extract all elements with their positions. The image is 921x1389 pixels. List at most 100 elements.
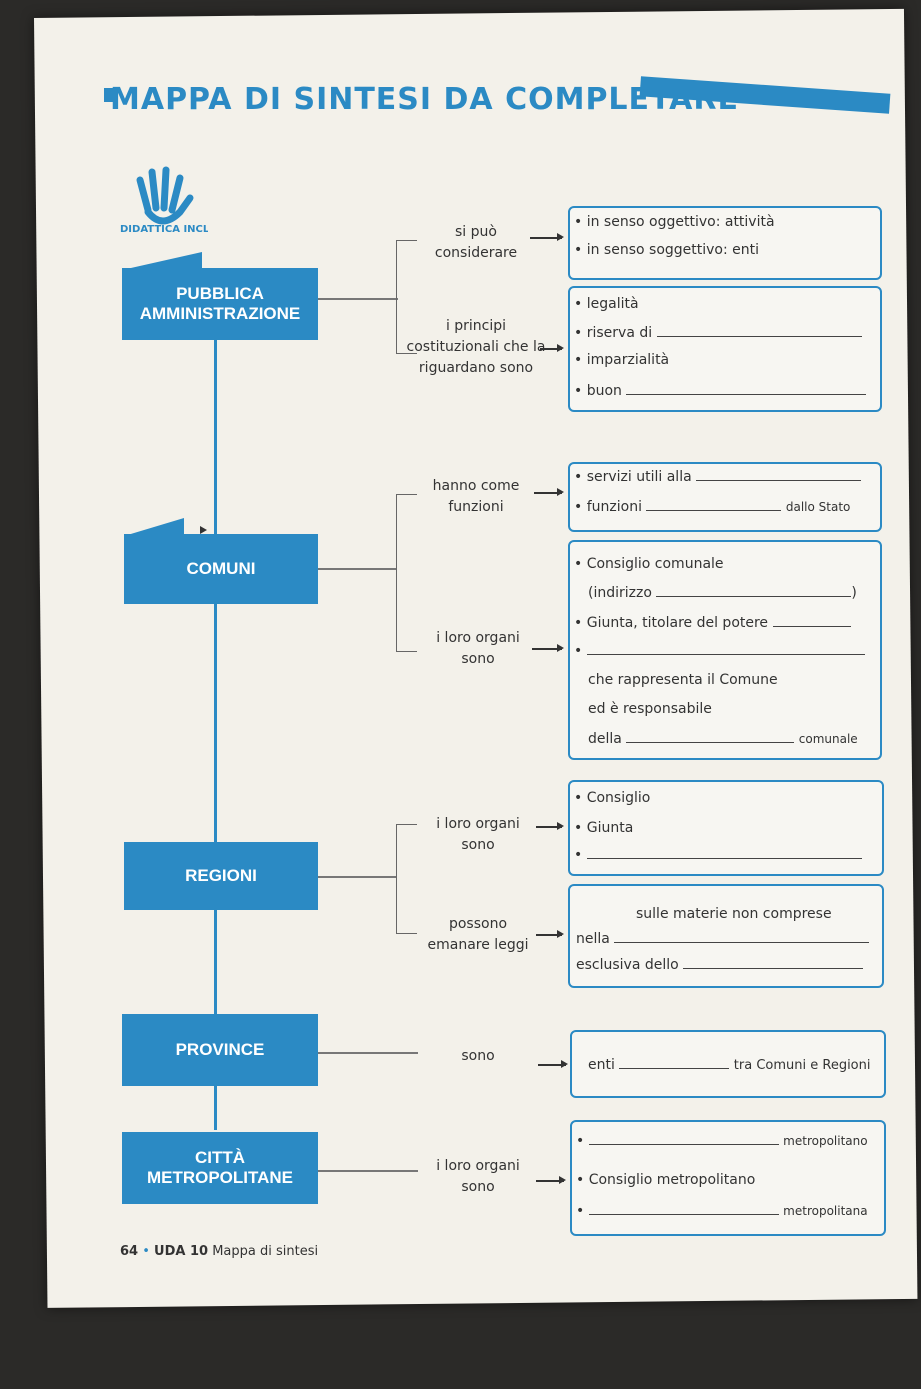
label-hanno: hanno come funzioni xyxy=(432,478,520,515)
item-text: Consiglio metropolitano xyxy=(588,1172,756,1188)
arrow xyxy=(536,931,564,937)
footer-dot: • xyxy=(142,1244,150,1259)
bullet-item: • xyxy=(574,846,862,863)
node-citta-metropolitane: CITTÀ METROPOLITANE xyxy=(122,1132,318,1204)
link-line xyxy=(318,876,396,878)
label-organi: i loro organi sono xyxy=(436,630,520,667)
item-text: Consiglio comunale xyxy=(586,556,724,572)
spine-arrow-1 xyxy=(214,340,217,530)
uda-label: UDA 10 xyxy=(154,1244,209,1259)
bullet-item: • metropolitana xyxy=(576,1202,868,1219)
item-text: Consiglio xyxy=(586,790,651,806)
arrow xyxy=(538,1061,568,1067)
item-text: metropolitano xyxy=(783,1134,868,1148)
bullet-item: • xyxy=(574,642,865,659)
main-spine xyxy=(214,330,217,1130)
item-text: tra Comuni e Regioni xyxy=(733,1058,871,1073)
item-text: buon xyxy=(586,383,622,399)
item-line: sulle materie non comprese xyxy=(636,906,832,922)
bullet-item: • Consiglio metropolitano xyxy=(576,1172,756,1188)
bullet-item: • funzioni dallo Stato xyxy=(574,498,851,515)
item-line: enti tra Comuni e Regioni xyxy=(588,1056,870,1073)
blank-line[interactable] xyxy=(683,956,864,969)
item-text: Giunta, titolare del potere xyxy=(586,615,769,631)
item-text: enti xyxy=(588,1057,615,1073)
blank-line[interactable] xyxy=(656,584,852,597)
bullet-item: • in senso oggettivo: attività xyxy=(574,214,775,230)
blank-line[interactable] xyxy=(588,1202,779,1215)
card-regioni-2: sulle materie non comprese nella esclusi… xyxy=(568,884,884,988)
hand-icon: DIDATTICA INCLUSIVA xyxy=(120,166,208,235)
link-line xyxy=(318,298,398,300)
bullet-item: • in senso soggettivo: enti xyxy=(574,242,760,258)
blank-line[interactable] xyxy=(619,1056,730,1069)
bullet-item: • Consiglio comunale xyxy=(574,556,724,572)
bullet-item: • Consiglio xyxy=(574,790,651,806)
item-text: (indirizzo xyxy=(588,585,652,601)
link-line xyxy=(318,568,396,570)
label-principi: i principi costituzionali che la riguard… xyxy=(406,318,546,376)
item-text: Giunta xyxy=(586,820,634,836)
page-number: 64 xyxy=(120,1244,139,1259)
item-text: funzioni xyxy=(586,499,642,515)
label-possono: possono emanare leggi xyxy=(427,916,529,953)
bullet-item: • Giunta xyxy=(574,820,634,836)
item-text: legalità xyxy=(586,296,639,312)
label-organi-citta: i loro organi sono xyxy=(436,1158,520,1195)
logo-text: DIDATTICA INCLUSIVA xyxy=(120,224,208,235)
card-regioni-1: • Consiglio • Giunta • xyxy=(568,780,884,876)
node-label: REGIONI xyxy=(185,866,257,886)
blank-line[interactable] xyxy=(614,930,870,943)
item-line: esclusiva dello xyxy=(576,956,864,973)
item-text: in senso soggettivo: enti xyxy=(586,242,760,258)
arrow xyxy=(536,823,564,829)
bracket xyxy=(396,240,417,354)
section-label: Mappa di sintesi xyxy=(212,1244,319,1259)
node-regioni: REGIONI xyxy=(124,842,318,910)
bullet-item: • imparzialità xyxy=(574,352,670,368)
blank-line[interactable] xyxy=(586,846,862,859)
blank-line[interactable] xyxy=(696,468,862,481)
item-line: ed è responsabile xyxy=(588,701,712,717)
item-text: della xyxy=(588,731,622,747)
item-text: ) xyxy=(851,585,857,601)
bullet-item: • legalità xyxy=(574,296,639,312)
bracket xyxy=(396,494,417,652)
blank-line[interactable] xyxy=(588,1132,779,1145)
blank-line[interactable] xyxy=(646,498,782,511)
blank-line[interactable] xyxy=(772,614,851,627)
item-text: comunale xyxy=(798,732,858,746)
arrow xyxy=(532,645,564,651)
blank-line[interactable] xyxy=(626,730,795,743)
node-label: PUBBLICA AMMINISTRAZIONE xyxy=(139,284,301,323)
page-footer: 64 • UDA 10 Mappa di sintesi xyxy=(120,1244,318,1259)
item-text: dallo Stato xyxy=(785,500,851,514)
node-label: CITTÀ METROPOLITANE xyxy=(146,1148,294,1187)
card-citta: • metropolitano • Consiglio metropolitan… xyxy=(570,1120,886,1236)
arrow xyxy=(530,234,564,240)
item-text: imparzialità xyxy=(586,352,670,368)
blank-line[interactable] xyxy=(626,382,867,395)
bullet-item: • servizi utili alla xyxy=(574,468,862,485)
node-comuni: COMUNI xyxy=(124,534,318,604)
card-pa-2: • legalità • riserva di • imparzialità •… xyxy=(568,286,882,412)
label-si-puo: si può considerare xyxy=(434,224,518,261)
link-line xyxy=(318,1170,418,1172)
bullet-item: • buon xyxy=(574,382,867,399)
node-label: COMUNI xyxy=(186,559,256,579)
blank-line[interactable] xyxy=(586,642,865,655)
item-text: in senso oggettivo: attività xyxy=(586,214,775,230)
card-comuni-2: • Consiglio comunale (indirizzo ) • Giun… xyxy=(568,540,882,760)
blank-line[interactable] xyxy=(656,324,862,337)
bracket xyxy=(396,824,417,934)
item-text: esclusiva dello xyxy=(576,957,679,973)
link-line xyxy=(318,1052,418,1054)
bullet-item: • metropolitano xyxy=(576,1132,868,1149)
item-line: (indirizzo ) xyxy=(588,584,857,601)
item-line: che rappresenta il Comune xyxy=(588,672,778,688)
bullet-item: • riserva di xyxy=(574,324,862,341)
item-text: servizi utili alla xyxy=(586,469,692,485)
arrow xyxy=(534,489,564,495)
card-pa-1: • in senso oggettivo: attività • in sens… xyxy=(568,206,882,280)
